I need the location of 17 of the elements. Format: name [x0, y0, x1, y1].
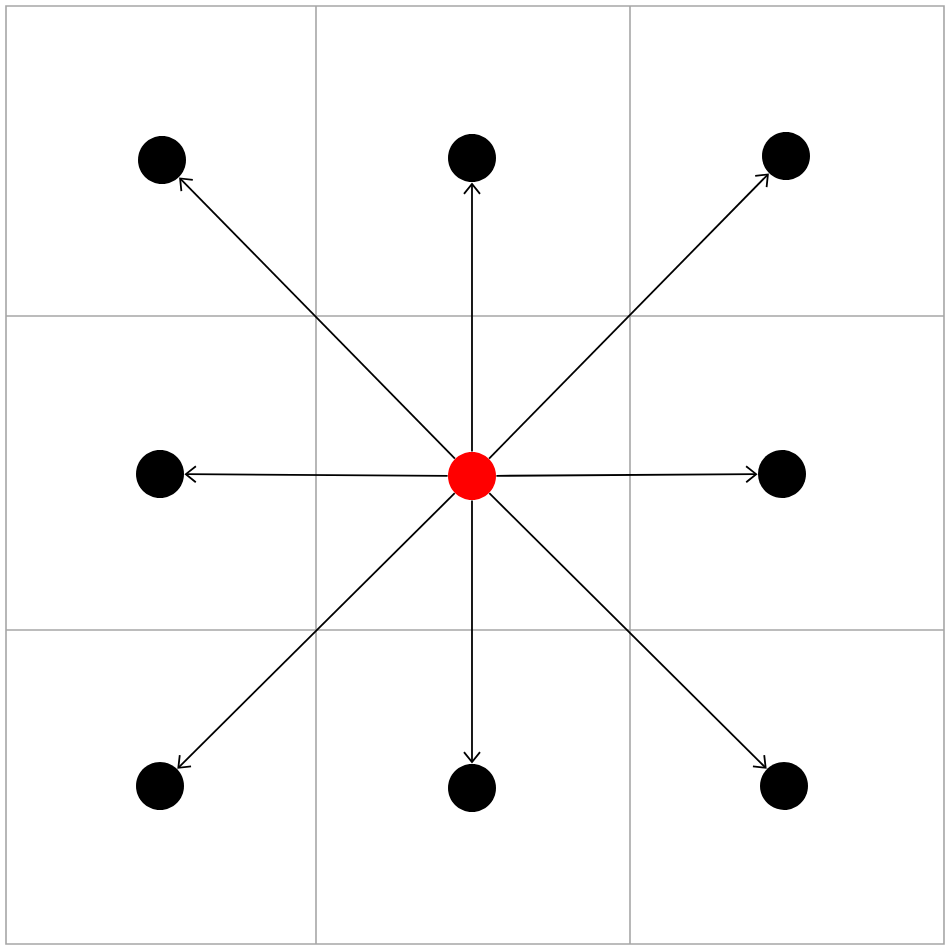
dot — [758, 450, 806, 498]
dot — [136, 762, 184, 810]
arrow — [179, 177, 456, 460]
arrow — [184, 465, 449, 484]
arrow — [488, 492, 767, 769]
arrow — [495, 465, 758, 484]
dot — [448, 764, 496, 812]
dot — [762, 132, 810, 180]
arrow — [177, 492, 456, 769]
arrow — [463, 499, 481, 764]
dot — [138, 136, 186, 184]
arrow — [463, 182, 481, 453]
dot — [760, 762, 808, 810]
dot — [448, 452, 496, 500]
dot — [448, 134, 496, 182]
dot — [136, 450, 184, 498]
arrow — [488, 173, 769, 460]
